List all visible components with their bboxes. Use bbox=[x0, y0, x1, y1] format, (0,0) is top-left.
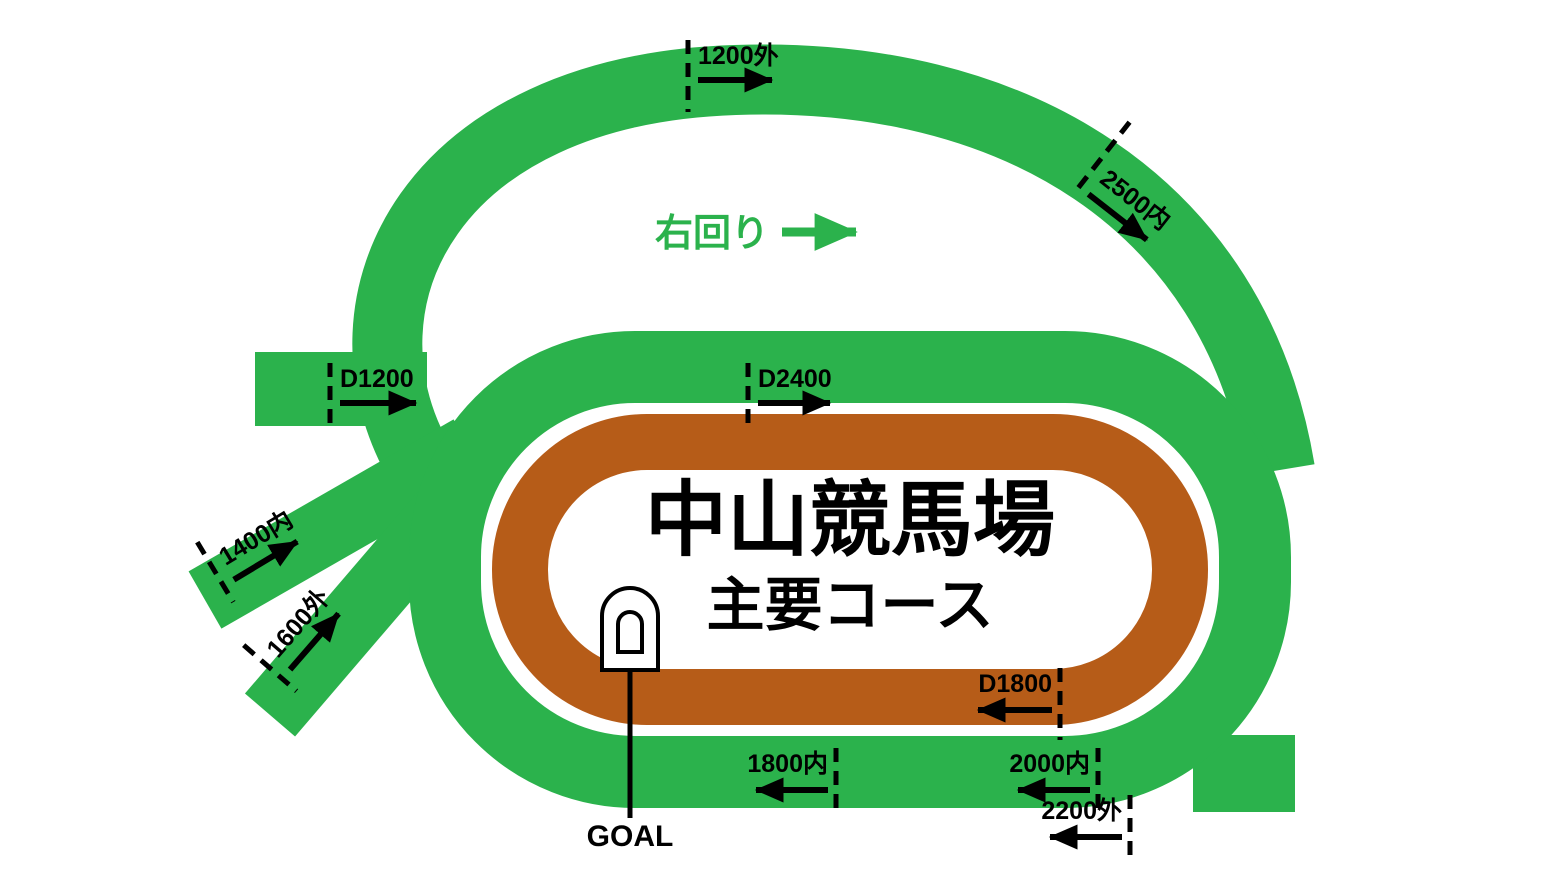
marker-label: 1800内 bbox=[747, 750, 828, 778]
marker-label: 2200外 bbox=[1041, 796, 1122, 825]
marker-label: 1200外 bbox=[698, 41, 779, 70]
marker-2200-outer: 2200外 bbox=[1041, 795, 1133, 863]
marker-2000-inner: 2000内 bbox=[1009, 748, 1101, 816]
direction-arrow bbox=[232, 538, 299, 583]
start-line bbox=[1072, 120, 1132, 195]
marker-d2400: D2400 bbox=[745, 363, 832, 431]
start-line bbox=[195, 540, 236, 604]
marker-label: D1800 bbox=[978, 670, 1052, 698]
goal-label: GOAL bbox=[587, 820, 674, 853]
marker-label: 2000内 bbox=[1009, 750, 1090, 778]
course-subtitle: 主要コース bbox=[706, 571, 993, 639]
course-title: 中山競馬場 bbox=[645, 473, 1055, 568]
turf-main-oval bbox=[409, 331, 1291, 808]
marker-d1200: D1200 bbox=[327, 363, 418, 431]
marker-d1800: D1800 bbox=[976, 668, 1063, 740]
marker-label: D1200 bbox=[340, 365, 414, 393]
dirt-oval bbox=[492, 414, 1208, 725]
start-line bbox=[242, 643, 299, 693]
marker-1800-inner: 1800内 bbox=[747, 748, 839, 816]
direction-label: 右回り bbox=[655, 211, 769, 255]
goal-post-icon bbox=[600, 586, 660, 672]
marker-label: D2400 bbox=[758, 365, 832, 393]
direction-arrow bbox=[1086, 191, 1149, 243]
direction-arrow bbox=[287, 611, 341, 672]
marker-1200-outer: 1200外 bbox=[685, 40, 779, 112]
